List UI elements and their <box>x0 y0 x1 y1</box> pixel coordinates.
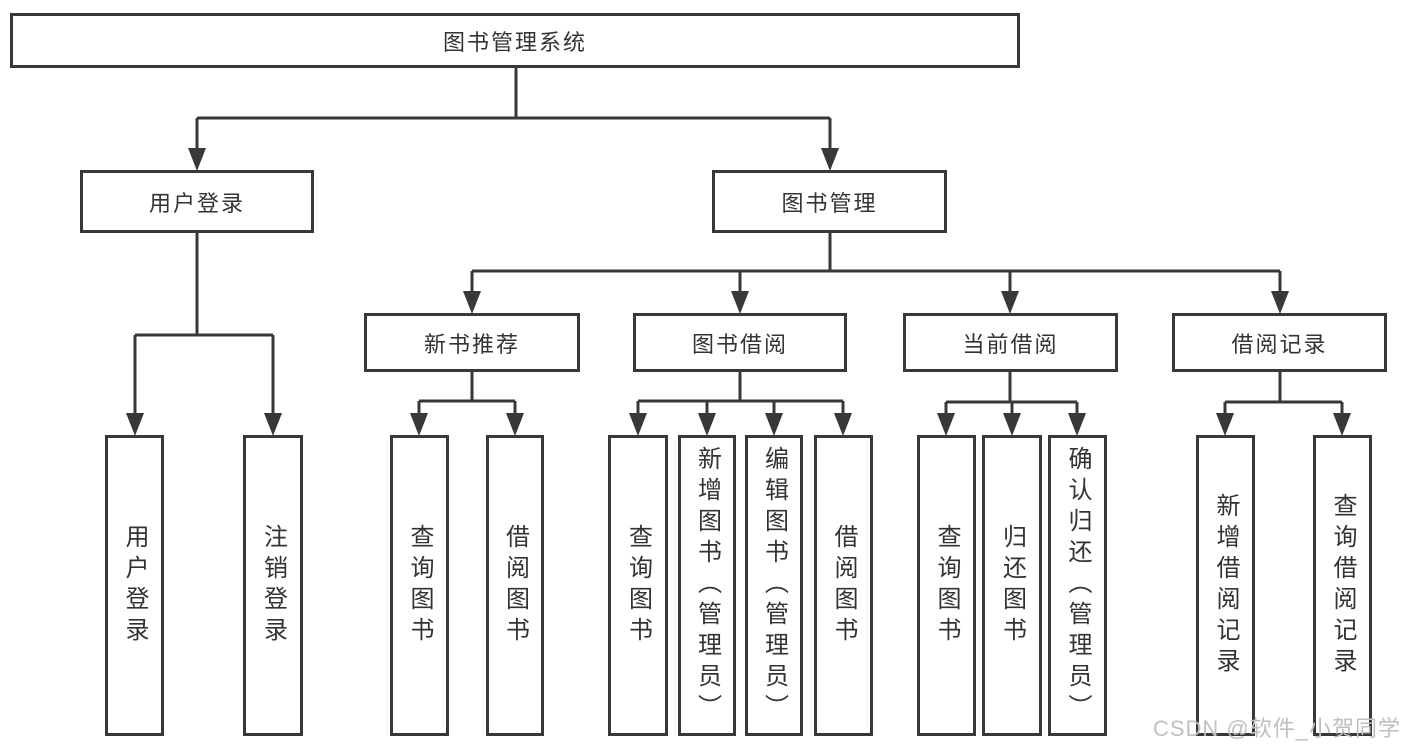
node-label: 当前借阅 <box>962 331 1059 357</box>
node-label: 查询图书 <box>406 523 433 648</box>
node-label: 新书推荐 <box>423 331 520 357</box>
node-label: 查询借阅记录 <box>1329 492 1356 679</box>
node-label: 用户登录 <box>121 523 148 648</box>
node-user-login: 用户登录 <box>80 170 314 233</box>
node-label: 用户登录 <box>148 190 245 216</box>
node-label: 查询图书 <box>624 523 652 648</box>
node-label: 图书借阅 <box>691 331 788 357</box>
leaf-edit-books-admin: 编辑图书（管理员） <box>745 435 803 736</box>
node-borrowing-records: 借阅记录 <box>1172 313 1387 372</box>
node-label: 借阅记录 <box>1231 331 1328 357</box>
connector-book-management-to-level3 <box>463 232 1289 314</box>
leaf-return-books: 归还图书 <box>982 435 1042 736</box>
node-book-borrowing: 图书借阅 <box>633 313 847 372</box>
leaf-confirm-return-admin: 确认归还（管理员） <box>1048 435 1107 736</box>
leaf-query-borrow-record: 查询借阅记录 <box>1313 435 1372 736</box>
connector-root-to-level2 <box>188 68 839 171</box>
connector-book-borrowing-to-leaves <box>629 372 852 436</box>
leaf-query-books-borrowing: 查询图书 <box>608 435 668 736</box>
node-current-borrowing: 当前借阅 <box>903 313 1118 372</box>
leaf-borrow-books-recommendation: 借阅图书 <box>486 435 544 736</box>
node-label: 图书管理 <box>781 190 878 216</box>
leaf-add-books-admin: 新增图书（管理员） <box>678 435 736 736</box>
node-library-management-system: 图书管理系统 <box>10 13 1020 68</box>
node-label: 新增借阅记录 <box>1212 492 1239 679</box>
connector-borrowing-records-to-leaves <box>1216 372 1351 436</box>
connector-current-borrowing-to-leaves <box>937 372 1086 436</box>
leaf-borrow-books-borrowing: 借阅图书 <box>814 435 873 736</box>
leaf-add-borrow-record: 新增借阅记录 <box>1196 435 1255 736</box>
node-label: 借阅图书 <box>501 523 529 648</box>
connector-user-login-to-leaves <box>126 233 282 436</box>
node-label: 借阅图书 <box>830 523 857 648</box>
node-label: 新增图书（管理员） <box>693 446 721 725</box>
csdn-watermark: CSDN @软件_小贺同学 <box>1152 716 1401 741</box>
leaf-query-books-recommendation: 查询图书 <box>390 435 449 736</box>
node-new-book-recommendation: 新书推荐 <box>364 313 580 372</box>
leaf-user-login: 用户登录 <box>105 435 164 736</box>
leaf-query-books-current: 查询图书 <box>917 435 976 736</box>
node-label: 确认归还（管理员） <box>1064 446 1091 725</box>
node-label: 归还图书 <box>998 523 1026 648</box>
node-label: 图书管理系统 <box>442 29 587 55</box>
connector-new-book-recommendation-to-leaves <box>410 372 524 436</box>
leaf-logout: 注销登录 <box>243 435 303 736</box>
node-book-management: 图书管理 <box>712 170 947 233</box>
node-label: 查询图书 <box>933 523 960 648</box>
node-label: 编辑图书（管理员） <box>760 446 788 725</box>
node-label: 注销登录 <box>259 523 287 648</box>
